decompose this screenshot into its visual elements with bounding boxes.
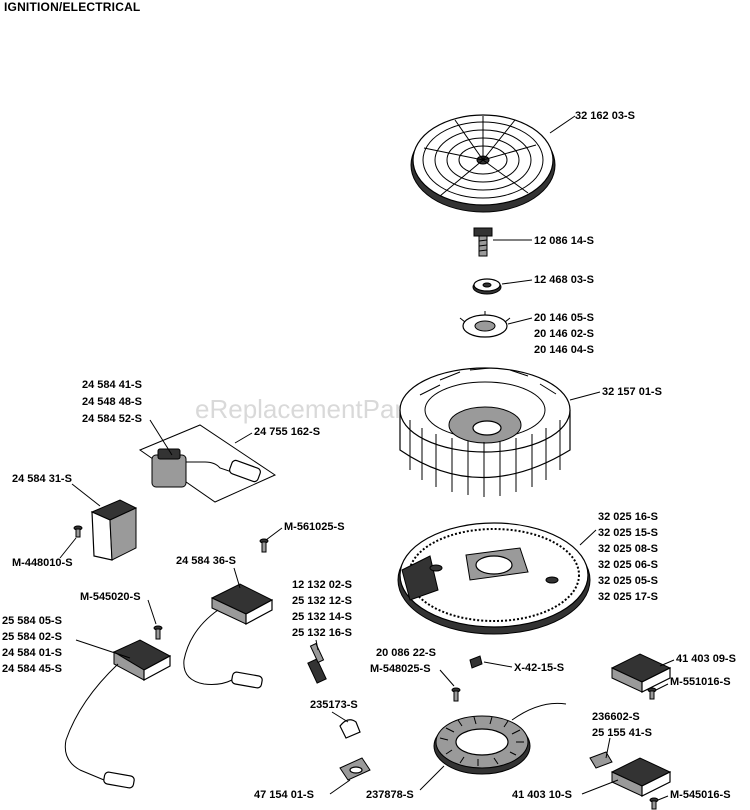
screw-b-part bbox=[153, 625, 163, 640]
label-screw-b: M-545020-S bbox=[80, 591, 141, 603]
label-flywheel-3: 32 025 08-S bbox=[598, 543, 658, 555]
label-fan: 32 157 01-S bbox=[602, 386, 662, 398]
label-coil-kit-2: 24 548 48-S bbox=[82, 396, 142, 408]
stator-screw-part bbox=[451, 687, 461, 702]
label-flywheel-4: 32 025 06-S bbox=[598, 559, 658, 571]
label-rectifier-b: 41 403 10-S bbox=[512, 789, 572, 801]
label-stator: 237878-S bbox=[366, 789, 414, 801]
label-spark-plug-2: 25 132 12-S bbox=[292, 595, 352, 607]
label-spark-plug-3: 25 132 14-S bbox=[292, 611, 352, 623]
label-coil-group-1: 25 584 05-S bbox=[2, 615, 62, 627]
label-coil-kit-3: 24 584 52-S bbox=[82, 413, 142, 425]
screw-c-part bbox=[647, 687, 657, 700]
screw-part bbox=[473, 227, 493, 257]
rectifier-b-part bbox=[610, 757, 672, 797]
label-screw: 12 086 14-S bbox=[534, 235, 594, 247]
label-flywheel-6: 32 025 17-S bbox=[598, 591, 658, 603]
label-ignition-coil: 24 584 36-S bbox=[176, 555, 236, 567]
fan-part bbox=[399, 367, 571, 497]
label-key: X-42-15-S bbox=[514, 662, 564, 674]
label-coil-kit-1: 24 584 41-S bbox=[82, 379, 142, 391]
label-flywheel-2: 32 025 15-S bbox=[598, 527, 658, 539]
label-coil-group-4: 24 584 45-S bbox=[2, 663, 62, 675]
key-part bbox=[469, 655, 483, 669]
label-fan-clip-2: 20 146 02-S bbox=[534, 328, 594, 340]
label-clip: 235173-S bbox=[310, 699, 358, 711]
screw-d-part bbox=[649, 797, 659, 810]
label-stator-screw-1: 20 086 22-S bbox=[376, 647, 436, 659]
module-part bbox=[90, 499, 138, 561]
label-fan-grille: 32 162 03-S bbox=[575, 110, 635, 122]
label-stator-screw-2: M-548025-S bbox=[370, 663, 431, 675]
rectifier-a-part bbox=[610, 653, 672, 693]
label-coil-group-2: 25 584 02-S bbox=[2, 631, 62, 643]
label-rectifier-a: 41 403 09-S bbox=[676, 653, 736, 665]
label-coil-group-3: 24 584 01-S bbox=[2, 647, 62, 659]
flywheel-part bbox=[397, 522, 591, 635]
label-flywheel-5: 32 025 05-S bbox=[598, 575, 658, 587]
washer-part bbox=[472, 278, 502, 295]
label-clamp: 47 154 01-S bbox=[254, 789, 314, 801]
label-rectifier-b-part-1: 236602-S bbox=[592, 711, 640, 723]
label-screw-d: M-545016-S bbox=[670, 789, 731, 801]
spark-plug-part bbox=[307, 642, 327, 684]
screw-a-part bbox=[259, 538, 269, 553]
label-module: 24 584 31-S bbox=[12, 473, 72, 485]
label-washer: 12 468 03-S bbox=[534, 274, 594, 286]
ignition-coil-part bbox=[183, 583, 274, 689]
label-fan-clip-1: 20 146 05-S bbox=[534, 312, 594, 324]
fan-clip-part bbox=[459, 311, 511, 338]
fan-grille-part bbox=[410, 114, 556, 213]
label-spark-plug-1: 12 132 02-S bbox=[292, 579, 352, 591]
label-screw-c: M-551016-S bbox=[670, 676, 731, 688]
label-flywheel-1: 32 025 16-S bbox=[598, 511, 658, 523]
module-screw-part bbox=[73, 525, 83, 538]
coil-kit-box bbox=[138, 424, 277, 503]
clamp-part bbox=[339, 757, 371, 781]
label-rectifier-b-part-2: 25 155 41-S bbox=[592, 727, 652, 739]
page-title: IGNITION/ELECTRICAL bbox=[4, 0, 141, 14]
label-spark-plug-4: 25 132 16-S bbox=[292, 627, 352, 639]
clip-part bbox=[339, 719, 361, 739]
coil-group-part bbox=[64, 639, 172, 789]
label-coil-kit-box: 24 755 162-S bbox=[254, 426, 320, 438]
label-module-screw: M-448010-S bbox=[12, 557, 73, 569]
stator-part bbox=[433, 702, 567, 775]
label-fan-clip-3: 20 146 04-S bbox=[534, 344, 594, 356]
label-screw-a: M-561025-S bbox=[284, 521, 345, 533]
rectifier-b-small-part bbox=[589, 751, 613, 769]
